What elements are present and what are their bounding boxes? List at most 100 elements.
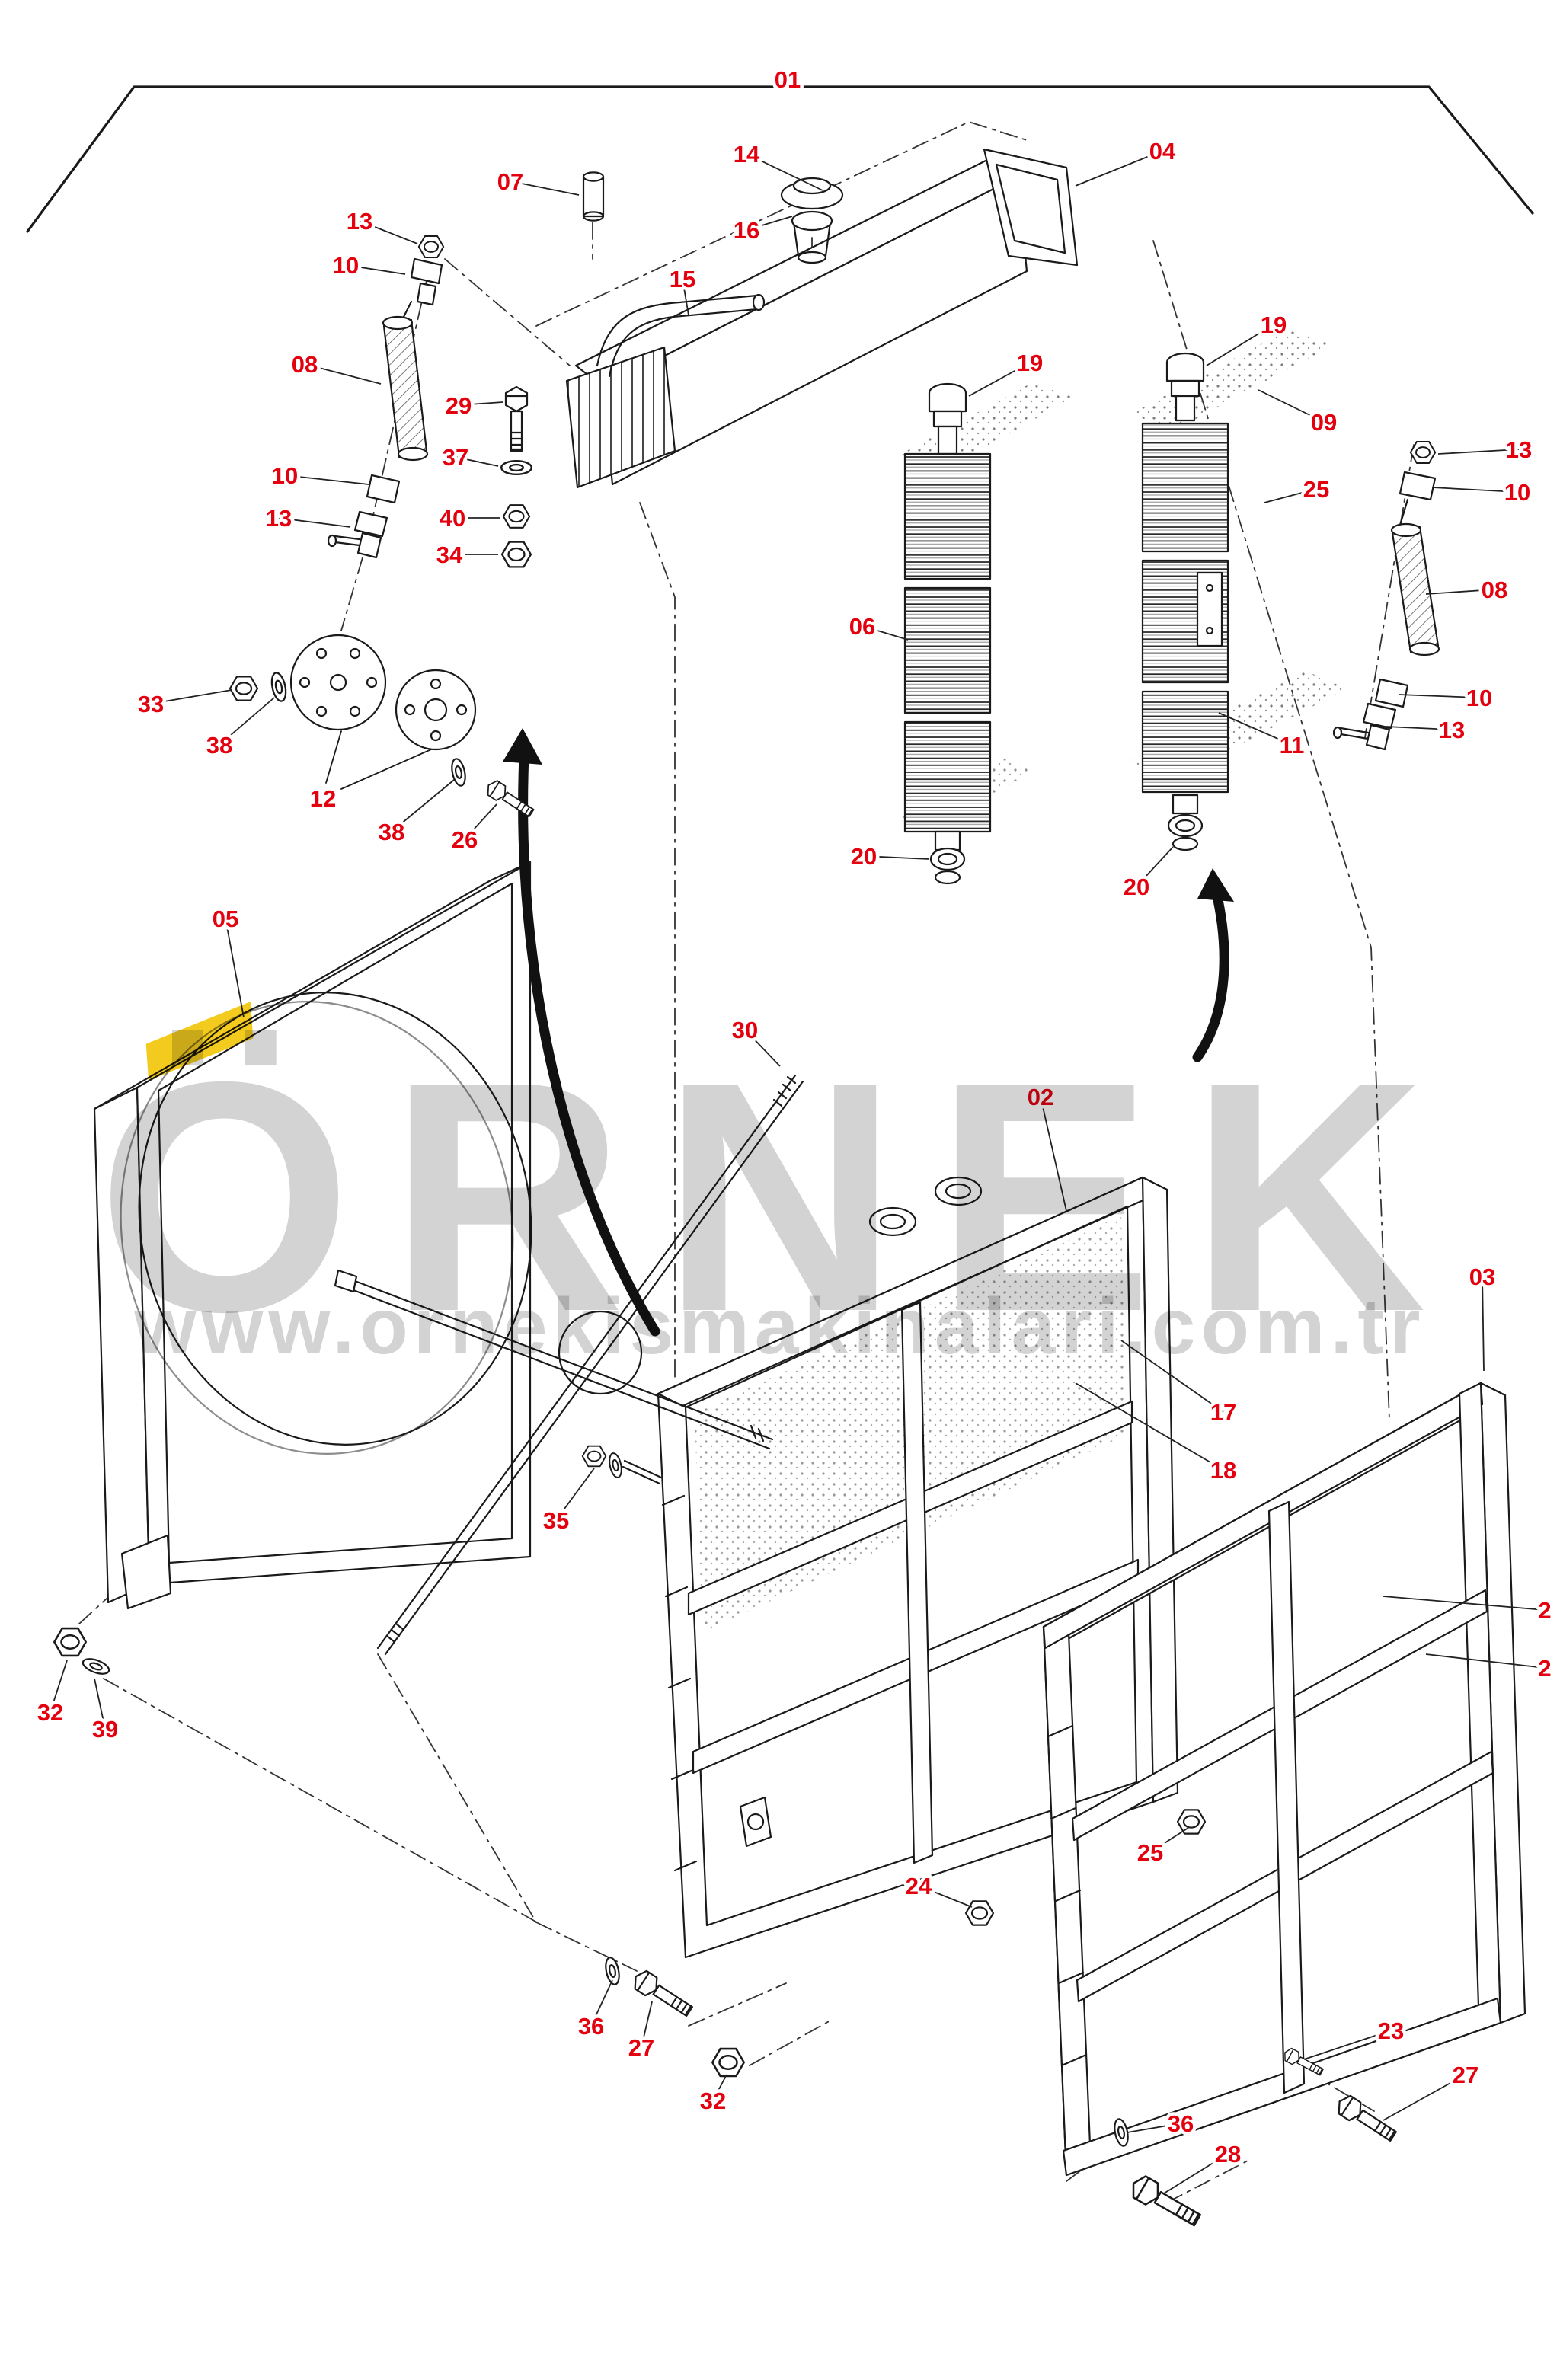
callout-leader-line (1425, 1653, 1546, 1669)
callout-label-17: 17 (1210, 1399, 1236, 1426)
callout-leader-line (219, 697, 275, 746)
callout-label-2: 2 (1538, 1597, 1551, 1624)
callout-leader-line (1075, 150, 1163, 187)
callout-label-36: 36 (578, 2013, 604, 2040)
rotation-arrows (503, 728, 1234, 1337)
page-border (26, 85, 1534, 233)
callout-label-01: 01 (775, 66, 801, 93)
callout-label-23: 23 (1378, 2017, 1404, 2044)
callout-leader-line (1075, 1382, 1224, 1471)
callout-leader-line (1383, 1596, 1546, 1611)
callout-leader-line (464, 803, 497, 840)
callout-leader-line (1383, 2074, 1466, 2121)
callout-leader-line (1425, 589, 1495, 595)
callout-label-20: 20 (851, 843, 877, 870)
callout-label-37: 37 (443, 444, 468, 471)
callout-label-30: 30 (732, 1017, 758, 1043)
callout-leader-line (1218, 712, 1293, 746)
mounting-bolts-left (500, 385, 533, 568)
callout-leader-line (1386, 726, 1453, 730)
callout-leader-line (1437, 449, 1520, 455)
callout-leader-line (1120, 1340, 1224, 1413)
top-tank (565, 148, 1079, 489)
callout-leader-line (359, 220, 418, 244)
callout-label-35: 35 (543, 1507, 569, 1534)
flange-plates (229, 634, 537, 821)
callout-leader-line (968, 362, 1031, 397)
callout-leader-line (863, 855, 930, 860)
callout-leader-line (746, 153, 823, 191)
callout-label-24: 24 (906, 1873, 932, 1899)
callout-label-19: 19 (1017, 350, 1043, 376)
callout-leader-line (1398, 694, 1480, 698)
callout-label-32: 32 (700, 2088, 726, 2114)
callout-label-15: 15 (670, 266, 695, 292)
callout-label-32: 32 (37, 1699, 63, 1726)
callout-leader-line (94, 1678, 106, 1730)
callout-leader-line (1431, 487, 1518, 493)
callout-label-06: 06 (849, 613, 875, 640)
callout-label-13: 13 (266, 505, 292, 532)
stay-rods (334, 1074, 804, 1656)
callout-leader-line (1040, 1096, 1067, 1212)
left-hose-fittings (327, 235, 445, 559)
callout-leader-line (50, 1660, 68, 1713)
callout-label-29: 29 (446, 392, 472, 419)
callout-label-08: 08 (292, 351, 318, 378)
leader-lines (50, 150, 1546, 2194)
callout-label-13: 13 (1506, 436, 1532, 463)
callout-label-27: 27 (628, 2034, 654, 2061)
callout-leader-line (1303, 2030, 1392, 2060)
callout-leader-line (590, 1979, 613, 2027)
callout-label-10: 10 (333, 252, 359, 279)
radiator-core-right (1130, 329, 1347, 851)
right-hose-fittings (1332, 440, 1440, 751)
callout-label-25: 25 (1137, 1839, 1163, 1866)
callout-label-19: 19 (1261, 311, 1287, 338)
callout-label-38: 38 (379, 819, 404, 845)
fan-shroud (93, 861, 532, 1610)
callout-label-09: 09 (1311, 409, 1337, 436)
callout-leader-line (345, 264, 406, 275)
callout-label-14: 14 (734, 141, 760, 168)
callout-leader-line (641, 2001, 653, 2048)
callout-leader-line (458, 401, 503, 406)
callout-label-33: 33 (138, 691, 164, 717)
callout-leader-line (304, 363, 382, 385)
callout-label-08: 08 (1482, 577, 1507, 603)
callout-leader-line (712, 2074, 727, 2101)
callout-label-16: 16 (734, 217, 759, 244)
callout-leader-line (225, 918, 245, 1018)
callout-label-36: 36 (1168, 2110, 1194, 2137)
callout-leader-line (918, 1885, 973, 1908)
callout-label-18: 18 (1210, 1457, 1236, 1484)
callout-label-25: 25 (1303, 476, 1329, 503)
radiator-core-left (896, 382, 1076, 885)
callout-leader-line (1136, 846, 1174, 887)
callout-leader-line (1482, 1276, 1485, 1372)
callout-label-38: 38 (206, 732, 232, 759)
callout-label-12: 12 (310, 785, 336, 812)
callout-label-10: 10 (1504, 479, 1530, 506)
callout-label-10: 10 (272, 462, 298, 489)
callout-label-34: 34 (436, 541, 463, 568)
callout-leader-line (862, 625, 909, 641)
callout-label-10: 10 (1466, 685, 1492, 711)
callout-label-39: 39 (92, 1716, 118, 1743)
callout-label-03: 03 (1469, 1263, 1495, 1290)
callout-leader-line (1258, 389, 1325, 423)
callout-label-26: 26 (452, 826, 478, 853)
callout-leader-line (1149, 1827, 1189, 1853)
callout-leader-line (1264, 488, 1317, 503)
callout-label-28: 28 (1215, 2141, 1241, 2168)
callout-leader-line (744, 1029, 781, 1067)
callout-label-40: 40 (440, 505, 465, 532)
callout-leader-line (284, 474, 369, 485)
callout-leader-line (1163, 2153, 1229, 2194)
callout-label-20: 20 (1124, 874, 1149, 900)
core-frame-assembly (657, 1176, 1179, 1959)
callout-label-13: 13 (347, 208, 372, 235)
